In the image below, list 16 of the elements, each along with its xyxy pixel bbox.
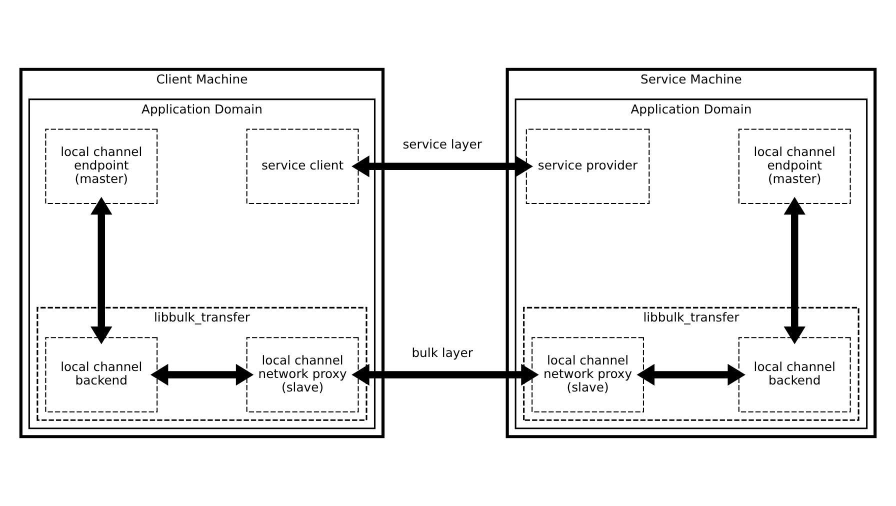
node-box: local channel endpoint (master)	[738, 128, 851, 204]
edge-label: service layer	[402, 137, 482, 152]
node-box: service client	[246, 128, 359, 204]
edge-label: bulk layer	[412, 346, 473, 360]
node-box: local channel backend	[45, 337, 158, 412]
node-box: local channel network proxy (slave)	[246, 337, 359, 412]
arrow	[150, 364, 254, 386]
arrow	[90, 196, 112, 344]
node-box: service provider	[526, 128, 650, 204]
arrow	[352, 155, 533, 178]
node-box: local channel backend	[738, 337, 851, 412]
arrow	[784, 196, 806, 344]
arrow	[636, 364, 746, 386]
arrow	[352, 364, 539, 386]
node-box: local channel network proxy (slave)	[532, 337, 644, 412]
node-box: local channel endpoint (master)	[45, 128, 158, 204]
